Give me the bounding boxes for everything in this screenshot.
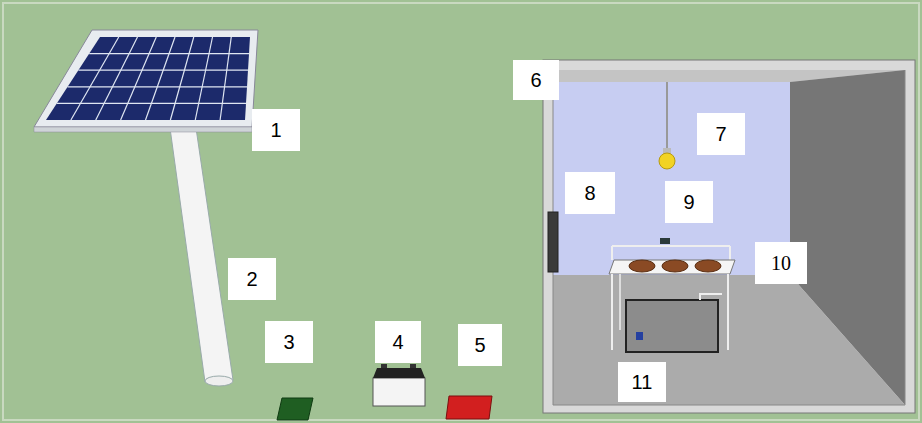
callout-number: 10 bbox=[755, 242, 807, 284]
hydroponic-table bbox=[609, 238, 735, 352]
grow-room bbox=[543, 60, 915, 413]
callout-number: 2 bbox=[228, 258, 276, 300]
callout-number: 11 bbox=[618, 362, 666, 402]
charge-controller bbox=[277, 398, 313, 420]
battery bbox=[373, 364, 425, 406]
solar-panel bbox=[34, 30, 258, 132]
lamp bbox=[659, 82, 675, 169]
panel-pole bbox=[170, 128, 233, 386]
control-panel bbox=[548, 212, 558, 272]
callout-number: 6 bbox=[513, 60, 559, 100]
callout-number: 5 bbox=[458, 324, 502, 366]
callout-number: 9 bbox=[665, 181, 713, 223]
callout-number: 3 bbox=[265, 321, 313, 363]
callout-number: 1 bbox=[252, 109, 300, 151]
callout-number: 8 bbox=[565, 172, 615, 214]
callout-number: 4 bbox=[375, 321, 421, 363]
inverter bbox=[446, 396, 492, 419]
frame bbox=[3, 3, 919, 420]
callout-number: 7 bbox=[697, 113, 745, 155]
